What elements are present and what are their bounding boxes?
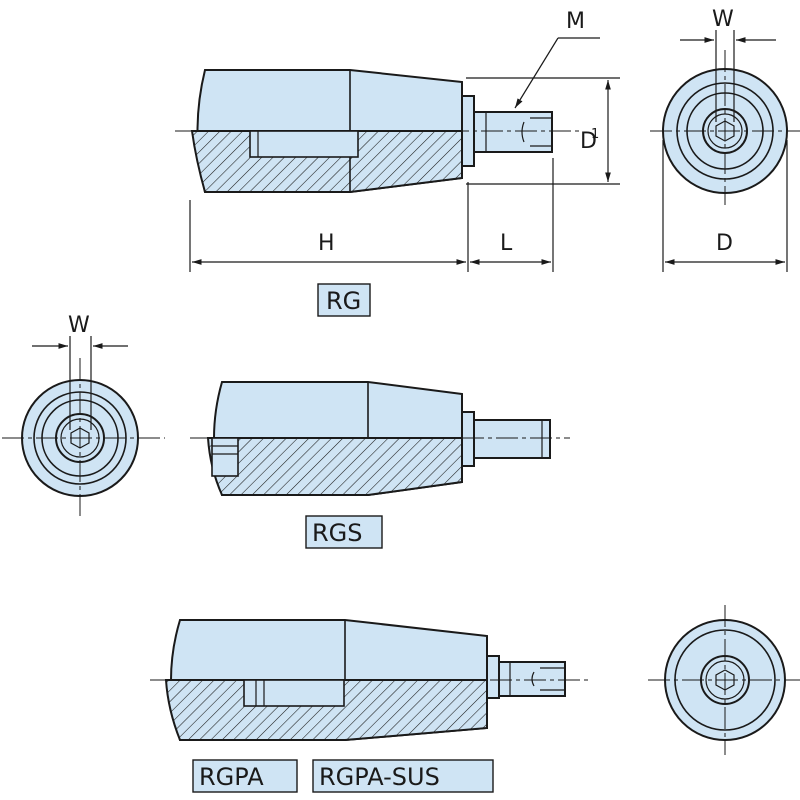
rg-dimensions: H L M D 1 — [189, 9, 620, 272]
rg-side-view — [175, 69, 580, 193]
rg-label: RG — [317, 283, 371, 317]
dim-w-left: W — [68, 313, 90, 338]
dim-h: H — [318, 231, 335, 256]
rg-end-view: W D — [650, 7, 800, 272]
dim-d: D — [716, 231, 733, 256]
dim-l: L — [500, 231, 513, 256]
rgpa-labels: RGPA RGPA-SUS — [192, 759, 494, 793]
label-rg: RG — [326, 287, 361, 315]
rgs-end-view: W — [2, 313, 165, 518]
dim-d1: D — [580, 129, 597, 154]
rgpa-side-view — [150, 619, 590, 741]
rgpa-end-view — [648, 605, 800, 755]
dim-d1-subscript: 1 — [591, 127, 599, 142]
rgs-side-view — [190, 381, 570, 496]
dim-w-top: W — [712, 7, 734, 32]
label-rgs: RGS — [312, 519, 363, 547]
label-rgpa-sus: RGPA-SUS — [319, 763, 440, 791]
dim-m: M — [566, 9, 585, 34]
label-rgpa: RGPA — [199, 763, 264, 791]
rgs-label: RGS — [305, 515, 383, 549]
